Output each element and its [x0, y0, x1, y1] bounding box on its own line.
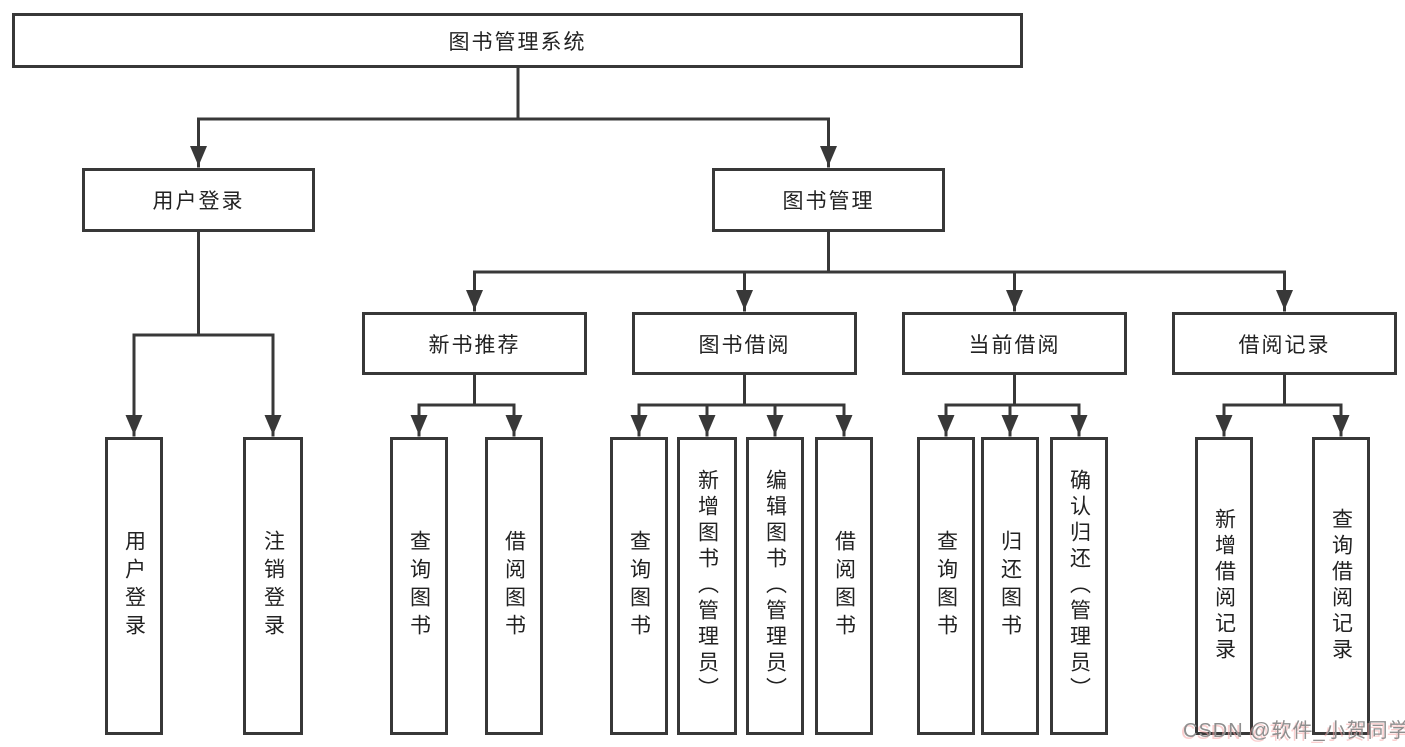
leaf-recommend-borrow-books-label: 借阅图书	[502, 530, 526, 642]
leaf-borrow-books-label: 借阅图书	[832, 530, 856, 642]
node-new-book-recommend-label: 新书推荐	[428, 333, 521, 357]
node-book-management-label: 图书管理	[782, 190, 875, 213]
leaf-add-borrow-record-label: 新增借阅记录	[1212, 508, 1236, 664]
leaf-confirm-return-admin-label: 确认归还（管理员）	[1067, 469, 1091, 703]
leaf-add-book-admin: 新增图书（管理员）	[677, 437, 737, 735]
node-library-system-label: 图书管理系统	[448, 30, 587, 54]
leaf-user-login-label: 用户登录	[122, 530, 146, 642]
node-book-borrow-label: 图书借阅	[698, 333, 791, 357]
node-borrow-records-label: 借阅记录	[1238, 333, 1331, 357]
node-book-management: 图书管理	[712, 168, 945, 232]
leaf-borrow-books: 借阅图书	[815, 437, 873, 735]
leaf-logout: 注销登录	[243, 437, 303, 735]
node-book-borrow: 图书借阅	[632, 312, 857, 375]
leaf-recommend-query-books: 查询图书	[390, 437, 448, 735]
leaf-borrow-query-books: 查询图书	[610, 437, 668, 735]
connector-borrow-records	[1215, 373, 1350, 437]
node-current-borrow-label: 当前借阅	[968, 333, 1061, 357]
leaf-add-borrow-record: 新增借阅记录	[1195, 437, 1253, 735]
connector-new-book-recommend	[410, 373, 523, 437]
connector-book-borrow	[630, 373, 853, 437]
connector-user-login	[125, 230, 282, 437]
leaf-user-login: 用户登录	[105, 437, 163, 735]
csdn-watermark: CSDN @软件_小贺同学	[1183, 720, 1405, 742]
leaf-borrow-query-books-label: 查询图书	[627, 530, 651, 642]
leaf-add-book-admin-label: 新增图书（管理员）	[695, 469, 719, 703]
connector-root	[190, 64, 837, 168]
leaf-query-borrow-record-label: 查询借阅记录	[1329, 508, 1353, 664]
node-user-login-label: 用户登录	[152, 190, 245, 213]
leaf-current-query-books-label: 查询图书	[934, 530, 958, 642]
node-current-borrow: 当前借阅	[902, 312, 1127, 375]
leaf-query-borrow-record: 查询借阅记录	[1312, 437, 1370, 735]
leaf-edit-book-admin: 编辑图书（管理员）	[746, 437, 804, 735]
connector-current-borrow	[937, 373, 1088, 437]
node-borrow-records: 借阅记录	[1172, 312, 1397, 375]
leaf-logout-label: 注销登录	[261, 530, 285, 642]
leaf-recommend-query-books-label: 查询图书	[407, 530, 431, 642]
leaf-current-query-books: 查询图书	[917, 437, 975, 735]
leaf-return-books-label: 归还图书	[998, 530, 1022, 642]
leaf-recommend-borrow-books: 借阅图书	[485, 437, 543, 735]
node-user-login: 用户登录	[82, 168, 315, 232]
leaf-confirm-return-admin: 确认归还（管理员）	[1050, 437, 1108, 735]
node-library-system: 图书管理系统	[12, 13, 1023, 68]
node-new-book-recommend: 新书推荐	[362, 312, 587, 375]
leaf-edit-book-admin-label: 编辑图书（管理员）	[763, 469, 787, 703]
leaf-return-books: 归还图书	[981, 437, 1039, 735]
connector-book-management	[466, 230, 1293, 312]
